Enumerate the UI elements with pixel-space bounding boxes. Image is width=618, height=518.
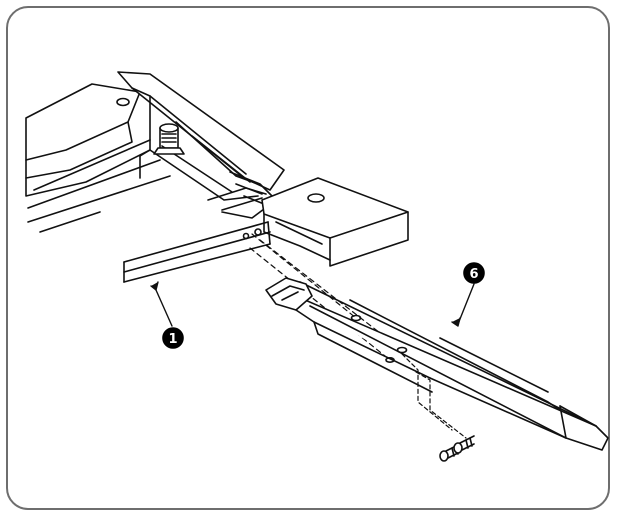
part-6-bracket [265,277,609,451]
callout-1-badge: 1 [162,327,184,349]
callout-1-leader [155,289,173,327]
mounting-screws [401,353,475,462]
left-bed-block [25,83,171,233]
callout-leaders [150,281,475,327]
part-1-bar [123,221,271,283]
screw-2 [453,435,475,454]
callout-6-badge: 6 [463,262,485,284]
center-throat-plate [117,71,285,219]
alignment-guides [249,233,403,361]
set-screw [153,123,185,155]
right-bed-block [261,177,409,267]
callout-6-label: 6 [469,267,478,282]
callout-6-leader [457,283,475,325]
callout-1-label: 1 [168,332,177,347]
